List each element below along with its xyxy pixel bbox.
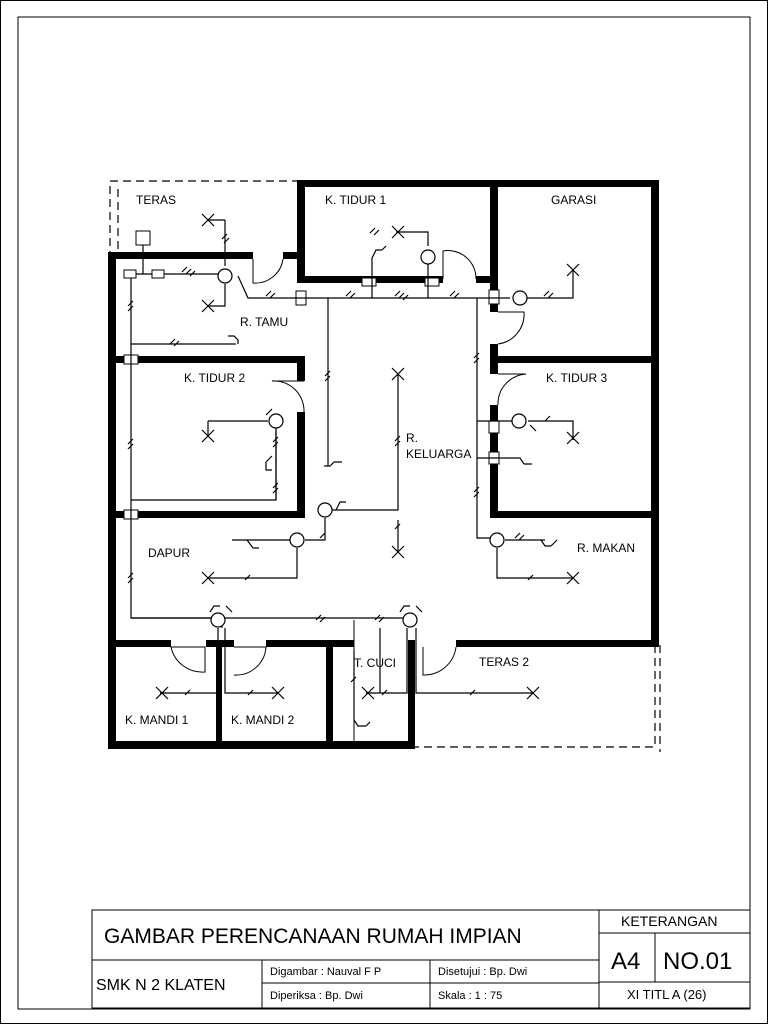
- teras-dashed-outline: [109, 180, 300, 252]
- diperiksa-field: Diperiksa : Bp. Dwi: [270, 990, 363, 1002]
- label-r-makan: R. MAKAN: [577, 541, 635, 555]
- wall-bath-top-c: [266, 640, 354, 647]
- label-garasi: GARASI: [551, 193, 596, 207]
- wall-tcuci-east: [408, 640, 415, 749]
- label-t-cuci: T. CUCI: [354, 656, 396, 670]
- wall-tamu-top: [108, 252, 253, 259]
- school-name: SMK N 2 KLATEN: [96, 977, 226, 994]
- label-teras: TERAS: [136, 193, 176, 207]
- title-block: GAMBAR PERENCANAAN RUMAH IMPIAN SMK N 2 …: [91, 909, 751, 1009]
- wall-mandi-divider: [216, 640, 222, 749]
- sheet-inner-border: [17, 16, 751, 1010]
- paper-size: A4: [611, 948, 640, 975]
- wall-tamu-top-right: [283, 252, 305, 259]
- teras-2-dashed-outline: [415, 645, 661, 752]
- outlet-marks: [155, 213, 580, 700]
- lamp-r-makan: [489, 532, 505, 548]
- drawing-title: GAMBAR PERENCANAAN RUMAH IMPIAN: [104, 925, 522, 948]
- label-k-mandi-2: K. MANDI 2: [231, 713, 295, 727]
- label-k-mandi-1: K. MANDI 1: [125, 713, 189, 727]
- label-r-keluarga-line2: KELUARGA: [406, 447, 471, 461]
- label-k-tidur-3: K. TIDUR 3: [546, 371, 607, 385]
- wall-ktidur3-bottom: [490, 511, 659, 518]
- label-teras-2: TERAS 2: [479, 655, 529, 669]
- lamp-k-tidur-1: [420, 249, 436, 265]
- window-markers: [123, 277, 500, 520]
- label-k-tidur-2: K. TIDUR 2: [184, 371, 245, 385]
- label-k-tidur-1: K. TIDUR 1: [325, 193, 386, 207]
- conductor-ticks: [127, 227, 554, 696]
- lamp-r-keluarga: [317, 502, 333, 518]
- wall-teras2-top: [456, 640, 659, 647]
- skala-field: Skala : 1 : 75: [438, 990, 502, 1002]
- wall-ktidur2-east-a: [297, 356, 305, 381]
- lamp-k-tidur-3: [511, 413, 527, 429]
- lamp-teras: [217, 268, 233, 284]
- wall-ktidur1-west: [297, 180, 305, 280]
- lamp-k-mandi-1: [210, 612, 226, 628]
- label-r-tamu: R. TAMU: [240, 315, 288, 329]
- wall-north: [297, 180, 659, 187]
- wall-ktidur2-top: [116, 356, 304, 363]
- keterangan-header: KETERANGAN: [621, 913, 717, 929]
- lamp-k-tidur-2: [268, 413, 284, 429]
- disetujui-field: Disetujui : Bp. Dwi: [438, 966, 527, 978]
- wall-ktidur2-bottom: [116, 511, 305, 518]
- wall-east: [651, 180, 659, 641]
- lamp-k-mandi-2: [402, 612, 418, 628]
- wall-west: [108, 252, 116, 749]
- label-dapur: DAPUR: [148, 546, 190, 560]
- wall-bath-top-a: [116, 640, 171, 647]
- wall-garasi-west-a: [490, 300, 498, 312]
- room-labels: TERAS K. TIDUR 1 GARASI R. TAMU K. TIDUR…: [125, 193, 635, 727]
- sheet-number: NO.01: [663, 948, 732, 975]
- wall-ktidur1-east: [490, 180, 498, 300]
- wall-garasi-bottom: [490, 356, 659, 363]
- digambar-field: Digambar : Nauval F P: [270, 966, 381, 978]
- wall-ktidur1-bottom-b: [476, 276, 498, 283]
- switch-symbols: [209, 245, 558, 727]
- lamp-garasi: [512, 290, 528, 306]
- label-r-keluarga-line1: R.: [406, 431, 418, 445]
- lamp-dapur: [289, 532, 305, 548]
- doors: [170, 250, 527, 742]
- wall-south: [108, 741, 415, 749]
- kwh-meter: [123, 230, 165, 279]
- ceiling-lamps: [210, 249, 528, 628]
- wall-ktidur2-east-b: [297, 412, 305, 518]
- class-label: XI TITL A (26): [627, 987, 706, 1002]
- wall-mandi2-east: [326, 640, 333, 749]
